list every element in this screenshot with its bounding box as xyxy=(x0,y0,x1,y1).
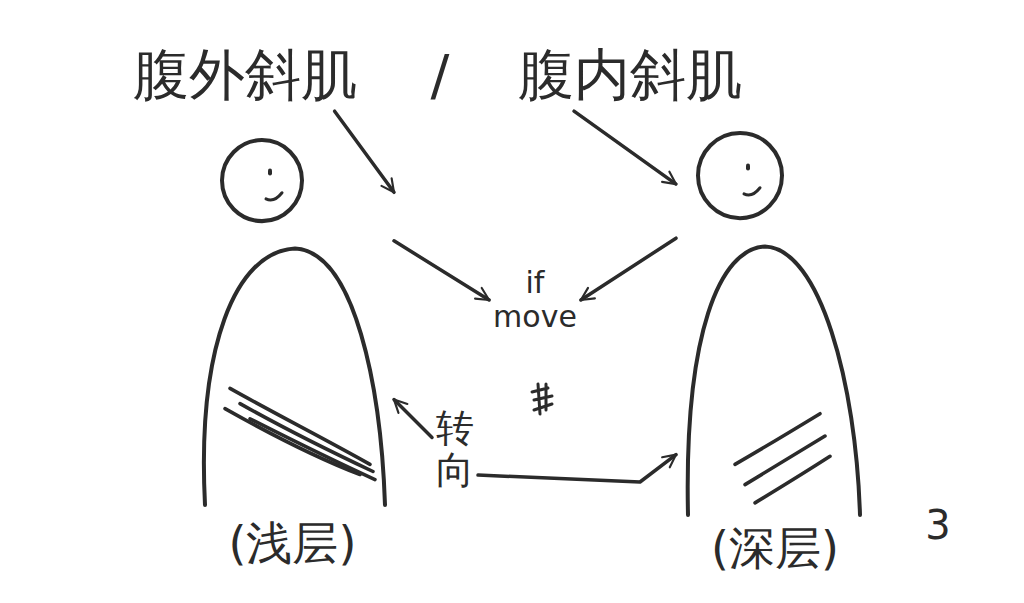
muscle-title: 腹内斜肌 xyxy=(518,43,742,107)
arrow-connector xyxy=(581,238,676,300)
page-number: 3 xyxy=(925,502,950,548)
muscle-fiber xyxy=(745,436,825,485)
figure-head xyxy=(222,140,302,221)
figure-body xyxy=(204,249,385,505)
muscle-title: 腹外斜肌 xyxy=(133,43,357,107)
sketch-text: 腹内斜肌 xyxy=(518,43,742,107)
layer-label: (浅层) xyxy=(195,517,390,570)
separator-slash: / xyxy=(431,43,450,107)
muscle-fiber xyxy=(240,404,373,472)
figure-smile xyxy=(744,188,760,195)
stick-figure xyxy=(195,135,390,576)
condition-note: if move xyxy=(493,266,577,335)
muscle-fiber xyxy=(755,456,830,503)
figure-smile xyxy=(266,193,282,200)
figure-body xyxy=(688,247,860,516)
arrow-connector xyxy=(478,455,676,482)
arrow-connector xyxy=(574,111,676,184)
figure-eye xyxy=(746,165,750,168)
figure-deep: (深层) xyxy=(680,130,870,581)
sketch-text: if move xyxy=(493,266,577,335)
muscle-fiber xyxy=(735,414,820,465)
arrow-connector xyxy=(335,111,394,192)
figure-head xyxy=(698,133,782,218)
figure-eye xyxy=(268,170,272,173)
sketch-text: 转向 xyxy=(436,408,474,492)
stick-figure xyxy=(680,130,870,581)
scribble-mark xyxy=(532,384,552,414)
arrow-connector xyxy=(394,400,432,438)
figure-superficial: (浅层) xyxy=(195,135,390,576)
sketch-text: 腹外斜肌 xyxy=(133,43,357,107)
action-note: 转向 xyxy=(436,408,474,492)
muscle-fiber xyxy=(230,388,370,464)
arrow-connector xyxy=(394,241,489,300)
muscle-fiber xyxy=(250,419,375,480)
layer-label: (深层) xyxy=(680,522,870,575)
